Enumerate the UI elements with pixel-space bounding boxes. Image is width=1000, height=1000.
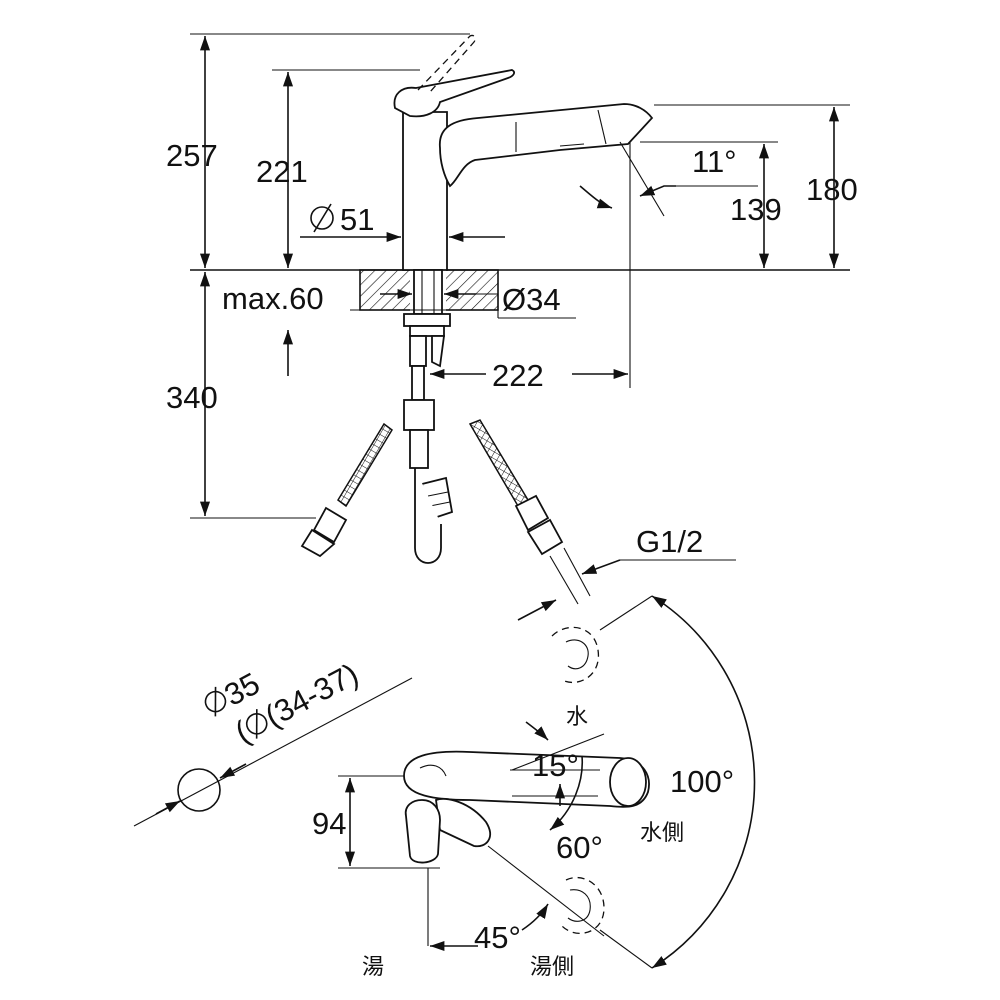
label-water: 水 (566, 704, 588, 729)
dim-lever-height: 94 (312, 806, 346, 841)
dim-body-height: 221 (256, 154, 308, 189)
side-elevation: 257 221 51 11° 139 180 max.60 (166, 33, 858, 621)
mounting-nut (403, 313, 451, 327)
left-supply-hose (300, 422, 393, 558)
mounting-shank (413, 269, 443, 315)
lever-handle (393, 69, 515, 118)
hot-position-outline (561, 876, 605, 934)
label-hot: 湯 (362, 954, 384, 979)
dim-total-height: 257 (166, 138, 218, 173)
handle-hot-position (435, 798, 491, 848)
lever-raised-outline (417, 34, 476, 93)
handle-top-view (403, 750, 650, 808)
dim-below-counter: 340 (166, 380, 218, 415)
pull-out-spout (439, 103, 654, 188)
dim-reach: 222 (492, 358, 544, 393)
label-hot-side: 湯側 (530, 954, 574, 979)
mounting-hole (177, 768, 221, 812)
right-supply-hose (468, 419, 591, 605)
handle-down-position (404, 799, 441, 864)
mounting-hole-detail: 35 ( (34-37) (133, 656, 413, 827)
dim-hole-diameter: 35 (219, 666, 266, 713)
dim-counter-thickness: max.60 (222, 281, 324, 316)
dim-hot-angle-60: 60° (556, 830, 603, 865)
dim-lever-swing: 100° (670, 764, 734, 799)
diameter-symbol (310, 206, 334, 230)
dim-thread: G1/2 (636, 524, 703, 559)
dim-mount-diameter: Ø34 (502, 282, 561, 317)
spout-hose-connector (403, 399, 435, 431)
dim-spout-height: 180 (806, 172, 858, 207)
spout-hose-loop (414, 468, 442, 564)
label-water-side: 水側 (640, 820, 684, 845)
dim-cold-angle: 15° (532, 748, 579, 783)
dim-outlet-height: 139 (730, 192, 782, 227)
dim-body-diameter: 51 (340, 202, 374, 237)
dim-hole-range: (34-37) (259, 656, 364, 734)
water-position-outline (551, 626, 599, 684)
dim-spout-angle: 11° (692, 144, 737, 179)
lever-swing-top-view: 100° 水 15° 60° 水側 94 (312, 595, 756, 979)
dim-hot-angle-45: 45° (474, 920, 521, 955)
